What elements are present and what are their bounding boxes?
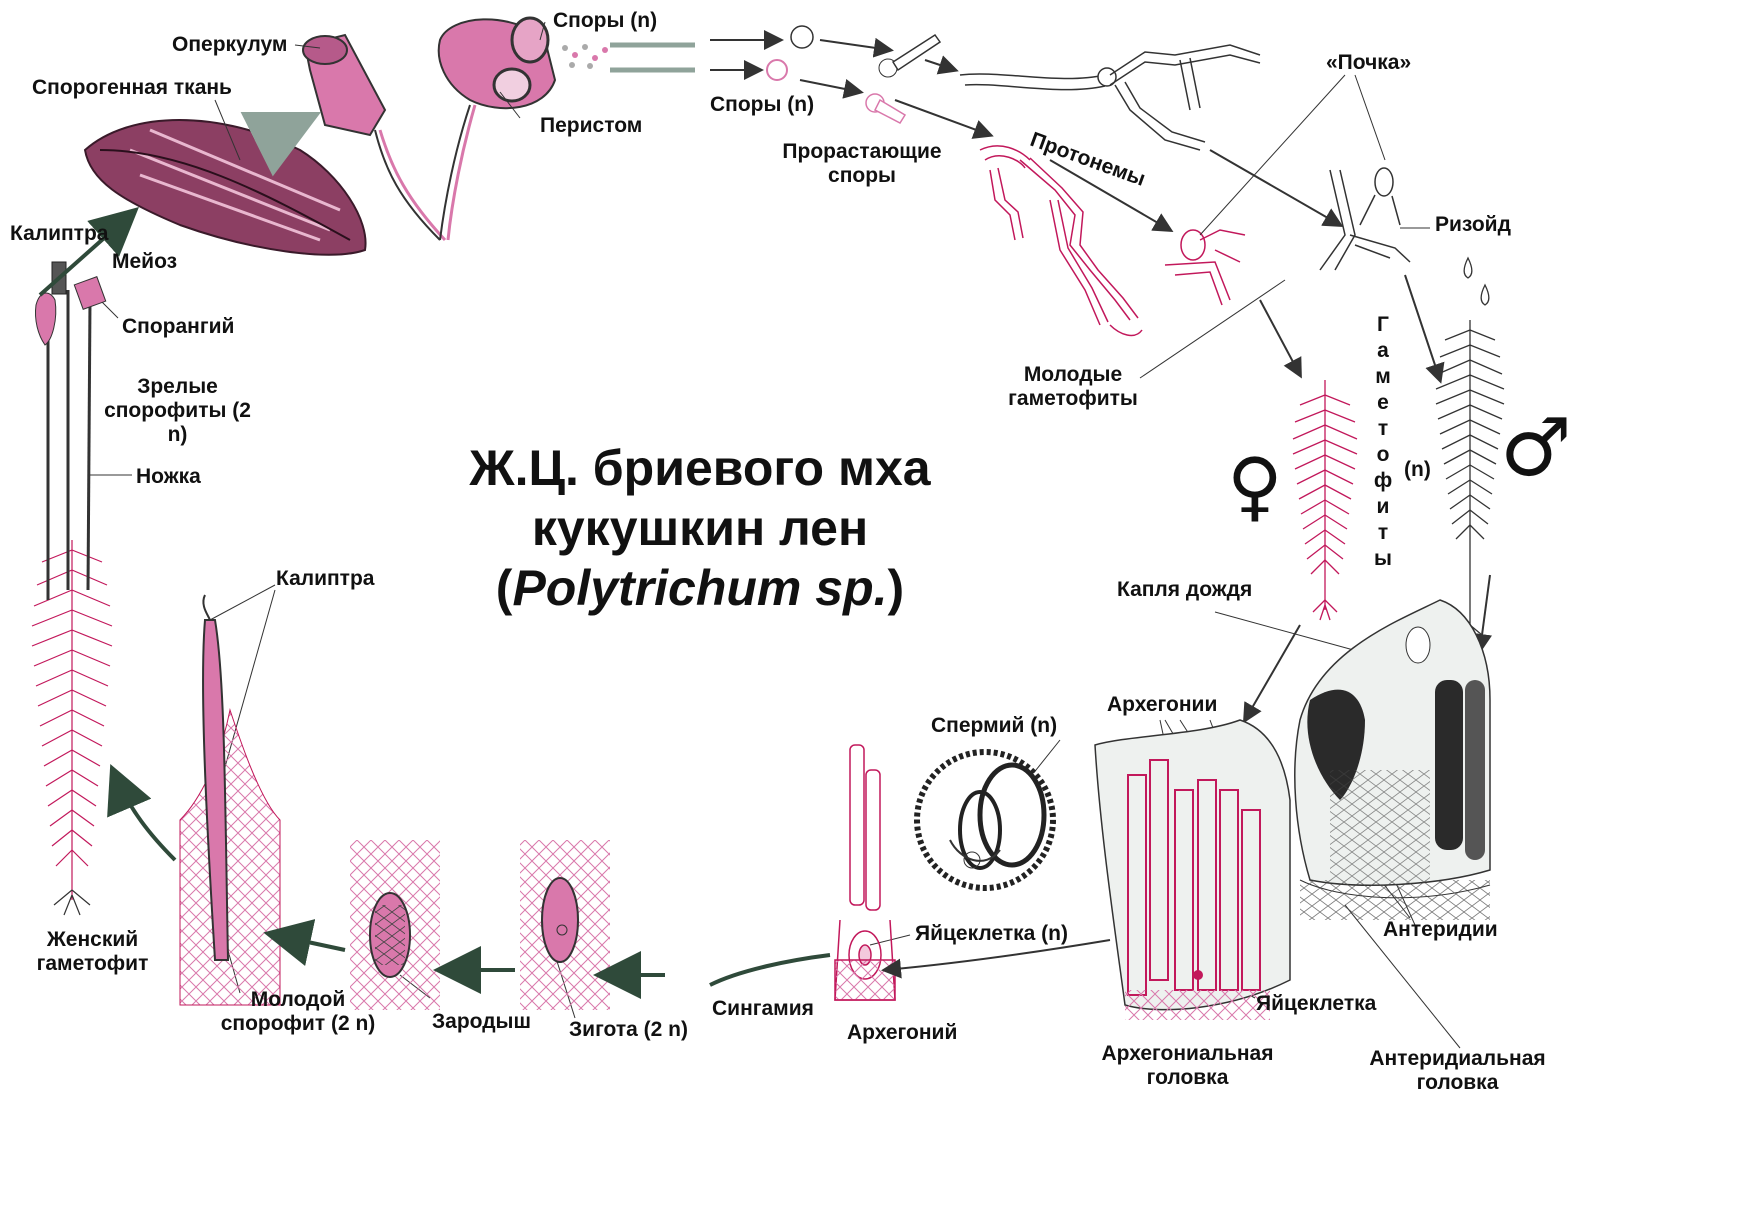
label-young-gametophytes: Молодые гаметофиты — [998, 363, 1148, 411]
antheridial-head-drawing — [1295, 600, 1490, 920]
label-germinating-spores: Прорастающие споры — [772, 140, 952, 188]
label-ploidy-n: (n) — [1404, 458, 1431, 482]
label-embryo: Зародыш — [432, 1010, 531, 1034]
arrow-female-to-archegonial — [1245, 625, 1300, 720]
label-female-gametophyte: Женский гаметофит — [30, 928, 155, 976]
diagram-title: Ж.Ц. бриевого мха кукушкин лен (Polytric… — [400, 438, 1000, 618]
title-paren-open: ( — [496, 560, 513, 616]
label-egg-n: Яйцеклетка (n) — [915, 922, 1068, 946]
male-symbol: ♂ — [1500, 408, 1572, 488]
female-gametophyte-left-drawing — [32, 540, 112, 915]
label-antheridial-head: Антеридиальная головка — [1355, 1047, 1560, 1095]
title-line-2: кукушкин лен — [400, 498, 1000, 558]
sperm-cell-drawing — [917, 752, 1053, 888]
arrow-protonema-black-to-bud — [1210, 150, 1340, 225]
sporogenous-capsule-drawing — [85, 120, 366, 255]
label-sporogenous-tissue: Спорогенная ткань — [32, 76, 232, 100]
archegonium-drawing — [835, 745, 895, 1000]
arrow-syngamy-to-archegonium — [710, 955, 830, 985]
label-syngamy: Сингамия — [712, 997, 814, 1021]
moss-life-cycle-diagram: Ж.Ц. бриевого мха кукушкин лен (Polytric… — [0, 0, 1568, 1099]
label-calyptra-top: Калиптра — [10, 222, 108, 246]
label-operculum: Оперкулум — [172, 33, 287, 57]
label-rhizoid: Ризойд — [1435, 213, 1511, 237]
young-sporophyte-drawing — [180, 595, 280, 1005]
spore-germination-drawing — [710, 26, 990, 135]
embryo-drawing — [350, 840, 440, 1010]
peristome-capsule-drawing — [439, 18, 555, 240]
label-archegonium: Архегоний — [847, 1021, 957, 1045]
arrow-sporophyte-to-gametophyte — [115, 775, 175, 860]
arrow-male-to-antheridial — [1480, 575, 1490, 650]
label-archegonial-head: Архегониальная головка — [1085, 1042, 1290, 1090]
label-peristome: Перистом — [540, 114, 642, 138]
label-meiosis: Мейоз — [112, 250, 177, 274]
archegonial-head-drawing — [1095, 720, 1290, 1020]
title-line-3: (Polytrichum sp.) — [400, 558, 1000, 618]
label-gametophytes-vertical: Гаметофиты — [1373, 312, 1393, 572]
label-young-sporophyte: Молодой спорофит (2 n) — [218, 988, 378, 1036]
arrow-embryo-to-sporophyte — [275, 935, 345, 950]
label-archegonia: Архегонии — [1107, 693, 1217, 717]
female-symbol: ♀ — [1227, 448, 1283, 524]
label-sperm: Спермий (n) — [931, 714, 1057, 738]
protonema-black-drawing — [960, 45, 1260, 150]
label-bud: «Почка» — [1326, 51, 1411, 75]
arrow-to-male — [1405, 275, 1440, 380]
zygote-drawing — [520, 840, 610, 1010]
label-stalk: Ножка — [136, 465, 201, 489]
arrow-to-female — [1260, 300, 1300, 375]
bud-black-drawing — [1320, 168, 1410, 270]
male-gametophyte-drawing — [1436, 258, 1504, 635]
title-line-1: Ж.Ц. бриевого мха — [400, 438, 1000, 498]
title-species-name: Polytrichum sp. — [512, 560, 887, 616]
label-calyptra-bottom: Калиптра — [276, 567, 374, 591]
bud-pink-drawing — [1165, 230, 1245, 305]
label-spores-top: Споры (n) — [553, 9, 657, 33]
label-antheridia: Антеридии — [1383, 918, 1498, 942]
label-raindrop: Капля дождя — [1117, 578, 1252, 602]
label-sporangium: Спорангий — [122, 315, 234, 339]
female-gametophyte-right-drawing — [1293, 380, 1357, 620]
arrow-capsule-to-operculum — [265, 120, 305, 140]
label-zygote: Зигота (2 n) — [569, 1018, 688, 1042]
title-paren-close: ) — [888, 560, 905, 616]
label-mature-sporophytes: Зрелые спорофиты (2 n) — [95, 375, 260, 447]
label-egg: Яйцеклетка — [1256, 992, 1376, 1016]
released-spores-dots — [562, 44, 608, 69]
label-spores: Споры (n) — [710, 93, 814, 117]
